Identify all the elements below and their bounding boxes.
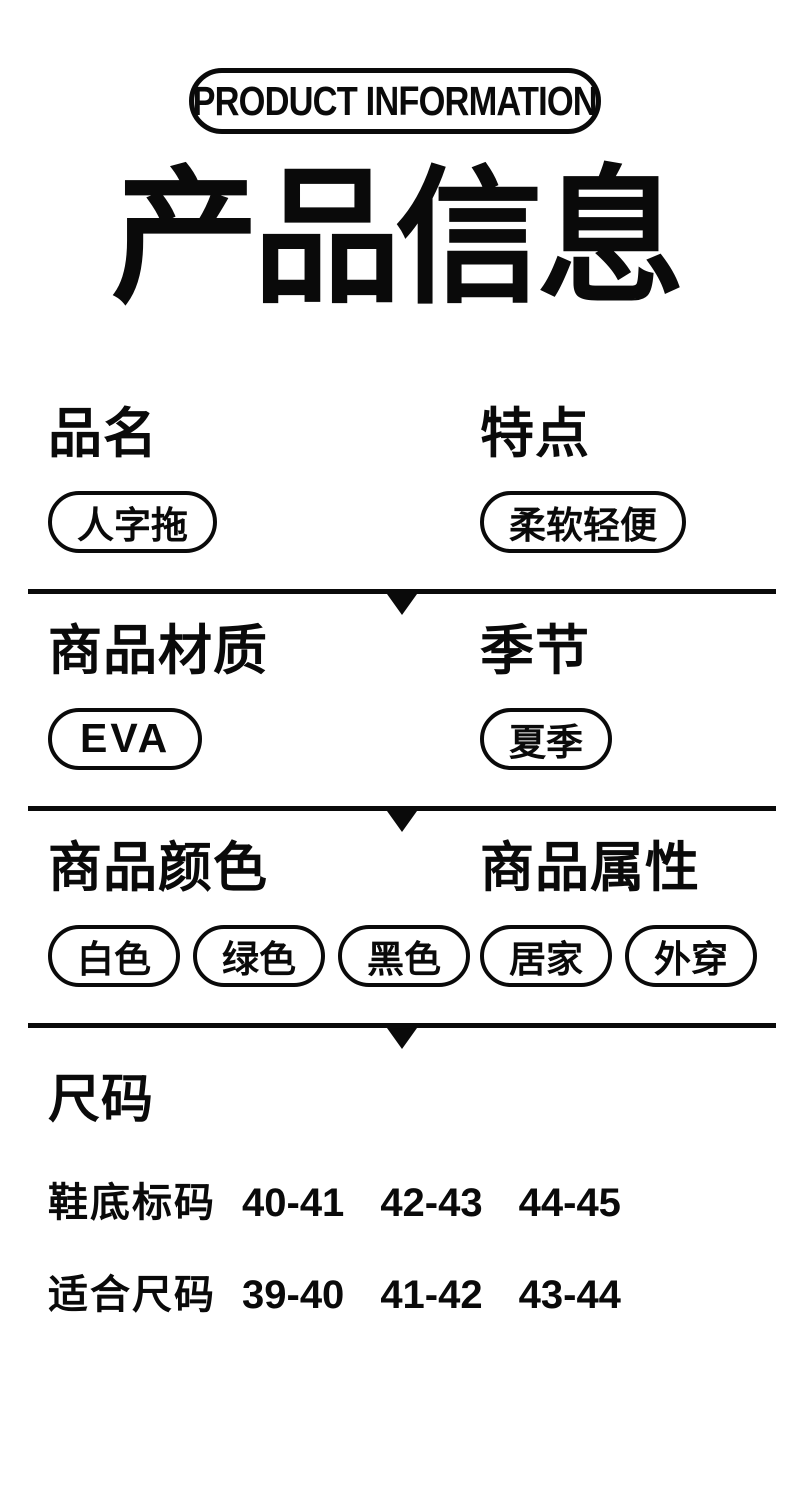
- tags-season: 夏季: [480, 707, 790, 770]
- product-information-badge: PRODUCT INFORMATION: [189, 68, 601, 134]
- size-value: 42-43: [380, 1180, 483, 1225]
- tag-pill: 外穿: [625, 924, 757, 987]
- spec-col-attributes: 商品属性 居家 外穿: [480, 841, 790, 987]
- spec-row-material-season: 商品材质 EVA 季节 夏季: [0, 624, 790, 770]
- size-row-label: 适合尺码: [48, 1272, 216, 1317]
- tags-product-name: 人字拖: [48, 490, 480, 553]
- size-row-fit: 适合尺码 39-40 41-42 43-44: [48, 1262, 790, 1320]
- size-value: 41-42: [380, 1272, 483, 1317]
- tag-pill: 居家: [480, 924, 612, 987]
- tag-pill: 白色: [48, 924, 180, 987]
- size-section: 尺码 鞋底标码 40-41 42-43 44-45 适合尺码 39-40 41-…: [0, 1074, 790, 1320]
- spec-col-material: 商品材质 EVA: [48, 624, 480, 770]
- size-row-sole: 鞋底标码 40-41 42-43 44-45: [48, 1170, 790, 1228]
- heading-product-name: 品名: [48, 403, 158, 464]
- tags-attributes: 居家 外穿: [480, 924, 790, 987]
- spec-col-season: 季节 夏季: [480, 624, 790, 770]
- product-info-page: PRODUCT INFORMATION 产品信息 品名 人字拖 特点 柔软轻便: [0, 68, 790, 1320]
- section-divider: [28, 805, 776, 832]
- heading-feature: 特点: [480, 403, 590, 464]
- badge-label: PRODUCT INFORMATION: [192, 77, 598, 124]
- spec-row-color-attribute: 商品颜色 白色 绿色 黑色 商品属性 居家 外穿: [0, 841, 790, 987]
- tags-colors: 白色 绿色 黑色: [48, 924, 480, 987]
- divider-arrow-icon: [387, 1027, 417, 1049]
- spec-col-feature: 特点 柔软轻便: [480, 407, 790, 553]
- tag-pill: 绿色: [193, 924, 325, 987]
- spec-col-colors: 商品颜色 白色 绿色 黑色: [48, 841, 480, 987]
- heading-material: 商品材质: [48, 620, 268, 681]
- spec-area: 品名 人字拖 特点 柔软轻便 商品材质 EVA: [0, 407, 790, 1320]
- spec-row-name-feature: 品名 人字拖 特点 柔软轻便: [0, 407, 790, 553]
- size-value: 39-40: [242, 1272, 345, 1317]
- size-row-label: 鞋底标码: [48, 1180, 216, 1225]
- size-value: 40-41: [242, 1180, 345, 1225]
- tags-feature: 柔软轻便: [480, 490, 790, 553]
- size-value: 44-45: [518, 1180, 621, 1225]
- section-divider: [28, 1022, 776, 1049]
- heading-season: 季节: [480, 620, 590, 681]
- tag-pill: 柔软轻便: [480, 490, 686, 553]
- tag-pill: 夏季: [480, 707, 612, 770]
- heading-attributes: 商品属性: [480, 837, 700, 898]
- tag-pill: 人字拖: [48, 490, 217, 553]
- tags-material: EVA: [48, 707, 480, 770]
- divider-arrow-icon: [387, 593, 417, 615]
- spec-col-product-name: 品名 人字拖: [48, 407, 480, 553]
- heading-size: 尺码: [48, 1070, 155, 1129]
- tag-pill: EVA: [48, 707, 203, 770]
- heading-colors: 商品颜色: [48, 837, 268, 898]
- size-value: 43-44: [518, 1272, 621, 1317]
- section-divider: [28, 588, 776, 615]
- divider-arrow-icon: [387, 810, 417, 832]
- tag-pill: 黑色: [338, 924, 470, 987]
- page-title: 产品信息: [111, 156, 685, 321]
